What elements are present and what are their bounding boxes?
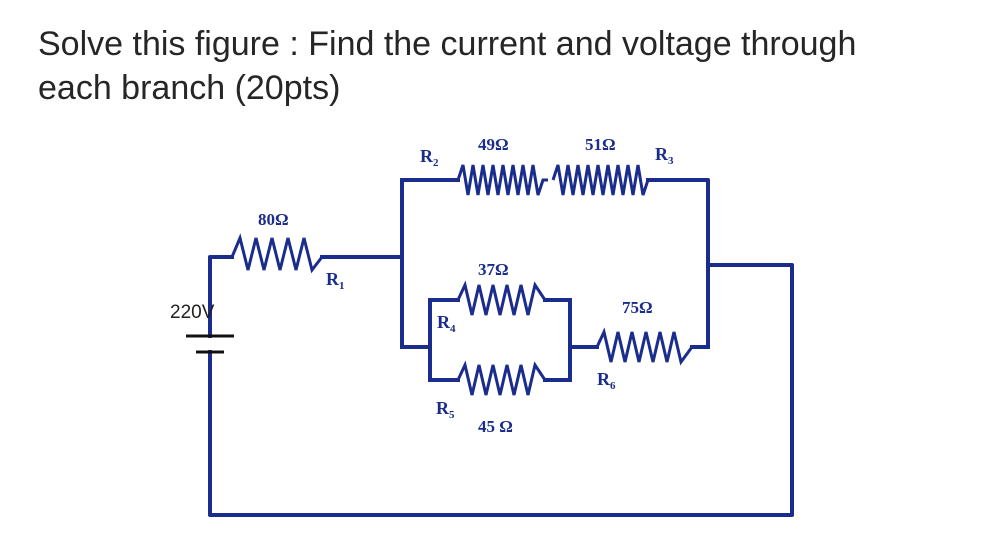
r2-name: R2 (420, 146, 439, 169)
wire-left-bottom (208, 263, 794, 517)
r5-name: R5 (436, 398, 455, 421)
question-text: Solve this figure : Find the current and… (38, 22, 978, 110)
resistor-r1 (230, 233, 324, 274)
question-line-1: Solve this figure : Find the current and… (38, 25, 857, 63)
r6-value: 75Ω (622, 298, 653, 317)
r1-value: 80Ω (258, 210, 289, 229)
r3-name: R3 (655, 144, 674, 167)
resistor-r4 (456, 280, 547, 316)
r2-value: 49Ω (478, 135, 509, 154)
question-line-2: each branch (20pts) (38, 69, 341, 107)
r6-name: R6 (597, 369, 616, 392)
r4-value: 37Ω (478, 260, 509, 279)
wire-inner-left (400, 298, 432, 382)
wire-inner-right (568, 298, 599, 382)
resistor-r6 (595, 327, 694, 366)
r3-value: 51Ω (585, 135, 616, 154)
resistor-r5 (456, 360, 547, 396)
wire-source-to-r1 (208, 255, 234, 338)
voltage-source (186, 334, 234, 354)
resistor-r3 (551, 164, 650, 196)
r5-value: 45 Ω (478, 417, 513, 436)
resistor-r2 (456, 164, 548, 196)
r4-name: R4 (437, 312, 456, 335)
r1-name: R1 (326, 269, 345, 292)
source-voltage-label: 220V (170, 302, 215, 323)
wire-top-branch-right (646, 178, 710, 349)
